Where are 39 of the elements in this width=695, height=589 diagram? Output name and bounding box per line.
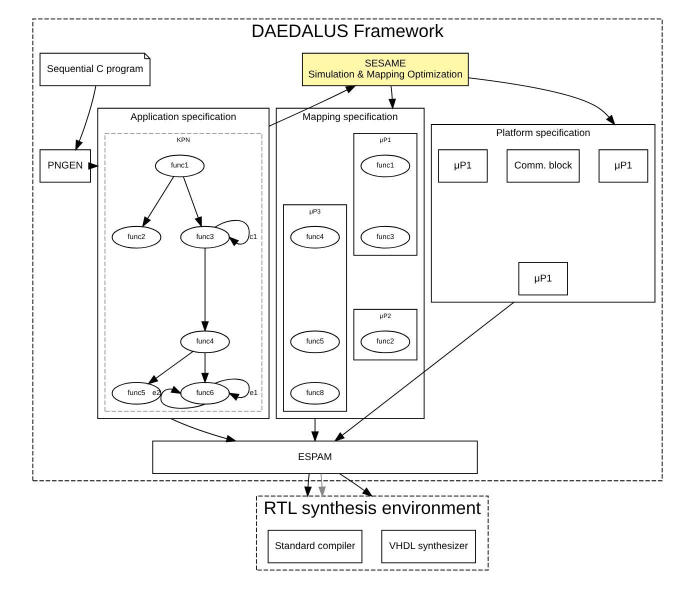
node-ellipse: func2 <box>112 226 162 249</box>
arrow <box>318 473 326 498</box>
node-ellipse: func4 <box>180 330 230 354</box>
node-ellipse: func3 <box>180 226 230 249</box>
node-box: VHDL synthesizer <box>381 530 476 564</box>
arrow <box>201 248 209 332</box>
arrow <box>388 86 396 110</box>
node-ellipse: func8 <box>290 382 340 405</box>
node-box: μP1 <box>438 149 488 183</box>
node-ellipse: func1 <box>360 154 410 178</box>
arrow <box>268 85 356 127</box>
node-ellipse: func1 <box>155 154 205 178</box>
node-ellipse: func3 <box>360 226 410 249</box>
edge-label: e2 <box>152 388 160 397</box>
arrow <box>201 352 209 384</box>
arrow <box>142 176 174 228</box>
node-box: Comm. block <box>506 149 580 183</box>
edge-label: e1 <box>250 388 258 397</box>
arrow <box>468 77 616 126</box>
arrow <box>334 302 515 442</box>
node-box: μP1 <box>598 149 648 183</box>
edge-label: c1 <box>249 232 258 241</box>
arrow <box>311 418 319 442</box>
arrow <box>182 176 202 228</box>
node-ellipse: func2 <box>360 330 410 354</box>
node-box: SESAME Simulation & Mapping Optimization <box>302 52 469 86</box>
node-box: μP1 <box>518 262 568 296</box>
arrow <box>170 418 238 442</box>
arrow <box>147 350 194 384</box>
node-ellipse: func4 <box>290 226 340 249</box>
arrow <box>75 86 96 151</box>
arrow <box>304 473 312 498</box>
arrow <box>214 378 250 401</box>
node-box: Standard compiler <box>268 530 362 564</box>
arrow <box>339 473 373 497</box>
node-ellipse: func5 <box>290 330 340 354</box>
node-box: ESPAM <box>152 440 478 474</box>
node-ellipse: func6 <box>180 382 230 405</box>
arrow <box>214 220 250 246</box>
